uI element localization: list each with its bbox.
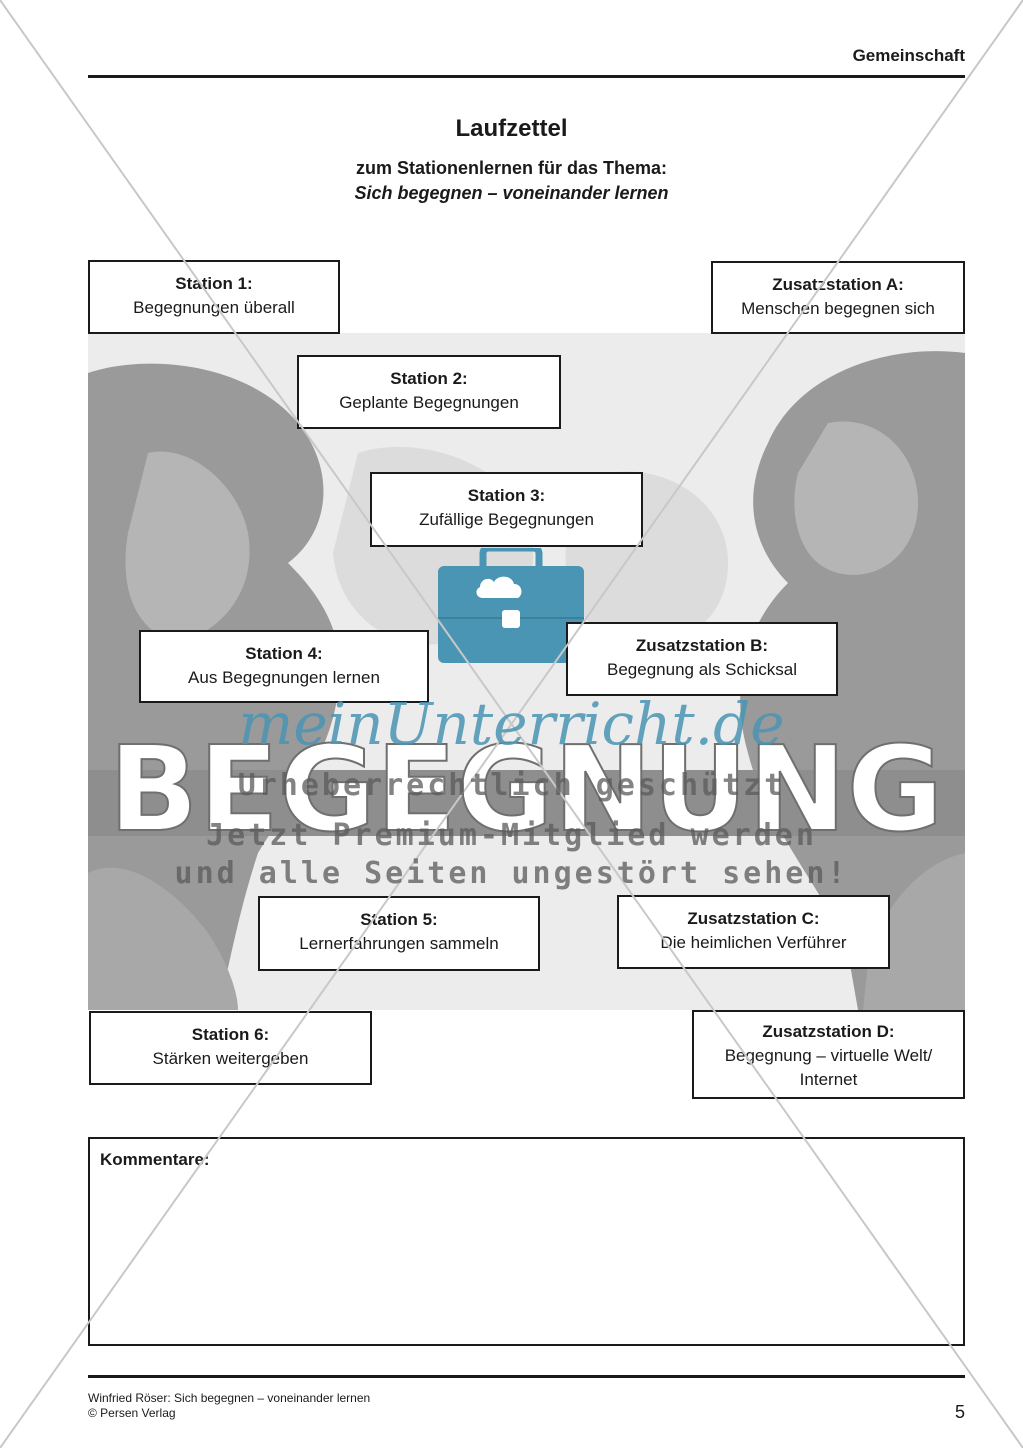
watermark-line1: Urheberrechtlich geschützt bbox=[237, 768, 786, 803]
zusatzstation-b-desc: Begegnung als Schicksal bbox=[607, 660, 797, 679]
zusatzstation-d-title: Zusatzstation D: bbox=[762, 1022, 895, 1041]
watermark-brand: meinUnterricht.de bbox=[238, 690, 785, 758]
station-5-card: Station 5: Lernerfahrungen sammeln bbox=[258, 896, 540, 971]
station-1-desc: Begegnungen überall bbox=[133, 298, 295, 317]
zusatzstation-b-title: Zusatzstation B: bbox=[635, 636, 769, 655]
station-3-title: Station 3: bbox=[467, 486, 546, 505]
station-1-card: Station 1: Begegnungen überall bbox=[88, 260, 340, 334]
station-2-title: Station 2: bbox=[390, 369, 468, 388]
zusatzstation-a-title: Zusatzstation A: bbox=[772, 275, 904, 294]
station-5-desc: Lernerfahrungen sammeln bbox=[299, 934, 499, 953]
station-1-title: Station 1: bbox=[175, 274, 253, 293]
station-2-desc: Geplante Begegnungen bbox=[339, 393, 519, 412]
zusatzstation-c-card: Zusatzstation C: Die heimlichen Verführe… bbox=[617, 895, 890, 969]
station-4-title: Station 4: bbox=[245, 644, 323, 663]
section-title: Gemeinschaft bbox=[852, 46, 965, 65]
station-6-title: Station 6: bbox=[191, 1025, 270, 1044]
station-3-desc: Zufällige Begegnungen bbox=[419, 510, 594, 529]
zusatzstation-d-card: Zusatzstation D: Begegnung – virtuelle W… bbox=[692, 1010, 965, 1099]
station-6-card: Station 6: Stärken weitergeben bbox=[89, 1011, 372, 1085]
zusatzstation-d-desc: Begegnung – virtuelle Welt/ bbox=[724, 1046, 933, 1065]
station-5-title: Station 5: bbox=[360, 910, 438, 929]
footer-publisher: © Persen Verlag bbox=[88, 1406, 176, 1420]
station-4-desc: Aus Begegnungen lernen bbox=[188, 668, 380, 687]
comments-label: Kommentare: bbox=[100, 1150, 210, 1169]
zusatzstation-c-desc: Die heimlichen Verführer bbox=[660, 933, 847, 952]
watermark-line2: Jetzt Premium-Mitglied werden bbox=[206, 818, 817, 853]
watermark-line3: und alle Seiten ungestört sehen! bbox=[174, 856, 849, 891]
zusatzstation-c-title: Zusatzstation C: bbox=[687, 909, 820, 928]
briefcase-logo-icon bbox=[438, 544, 584, 663]
zusatzstation-d-desc-line2: Internet bbox=[799, 1070, 858, 1089]
comments-box[interactable] bbox=[88, 1137, 965, 1346]
station-2-card: Station 2: Geplante Begegnungen bbox=[297, 355, 561, 429]
zusatzstation-a-desc: Menschen begegnen sich bbox=[741, 299, 935, 318]
station-3-card: Station 3: Zufällige Begegnungen bbox=[370, 472, 643, 547]
header-divider bbox=[88, 75, 965, 78]
page-title: Laufzettel bbox=[455, 115, 568, 142]
station-6-desc: Stärken weitergeben bbox=[152, 1049, 309, 1068]
footer-author-title: Winfried Röser: Sich begegnen – voneinan… bbox=[88, 1391, 371, 1405]
zusatzstation-b-card: Zusatzstation B: Begegnung als Schicksal bbox=[566, 622, 838, 696]
footer-divider bbox=[88, 1375, 965, 1378]
subtitle-line1: zum Stationenlernen für das Thema: bbox=[355, 158, 668, 178]
subtitle-line2: Sich begegnen – voneinander lernen bbox=[354, 183, 669, 203]
zusatzstation-a-card: Zusatzstation A: Menschen begegnen sich bbox=[711, 261, 965, 334]
page-number: 5 bbox=[954, 1402, 965, 1422]
